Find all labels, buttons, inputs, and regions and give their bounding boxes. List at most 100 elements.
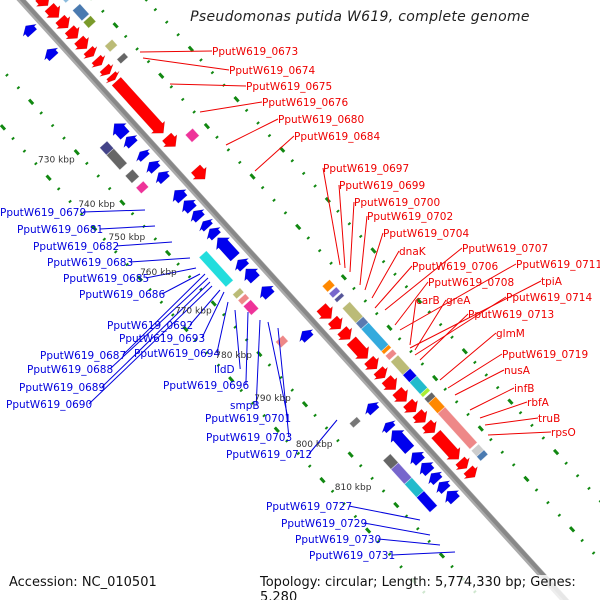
gc-tick	[432, 374, 439, 382]
gc-tick	[376, 539, 380, 544]
gene-label-forward: PputW619_0680	[278, 114, 364, 126]
gene-label-forward: carB	[416, 295, 440, 307]
forward-gene	[381, 374, 398, 390]
gc-tick	[283, 211, 288, 215]
leader-line	[447, 353, 503, 389]
gene-label-reverse: smpB	[230, 400, 260, 412]
forward-gene	[73, 35, 90, 50]
forward-feature	[104, 38, 118, 53]
gc-tick	[591, 551, 596, 555]
gene-label-reverse: lldD	[214, 364, 235, 376]
forward-feature	[437, 406, 478, 450]
reverse-gene	[234, 258, 250, 272]
gc-tick	[216, 363, 221, 368]
reverse-feature	[348, 416, 362, 429]
gc-tick	[484, 373, 489, 377]
gc-tick	[164, 20, 169, 24]
gc-tick	[397, 337, 402, 341]
gc-tick	[34, 161, 38, 166]
gene-label-forward: nusA	[504, 365, 531, 377]
gc-tick	[438, 322, 443, 327]
leader-line	[308, 419, 338, 455]
reverse-gene	[410, 451, 426, 467]
gc-tick	[330, 489, 335, 494]
gc-tick	[144, 0, 149, 2]
reverse-gene	[172, 189, 188, 204]
gene-label-forward: PputW619_0711	[516, 259, 600, 271]
gc-tick	[336, 209, 340, 213]
leader-line	[371, 250, 400, 299]
reverse-gene	[244, 268, 261, 284]
leader-line	[234, 309, 241, 370]
forward-gene	[346, 336, 370, 359]
leader-line	[201, 291, 225, 339]
leader-line	[169, 83, 247, 87]
gc-tick	[347, 222, 352, 226]
reverse-feature	[275, 334, 289, 349]
backbone	[16, 0, 570, 600]
gene-label-reverse: PputW619_0727	[266, 501, 352, 513]
gene-label-reverse: PputW619_0693	[119, 333, 205, 345]
gc-tick	[546, 500, 550, 505]
forward-gene	[463, 465, 478, 480]
forward-gene	[363, 355, 380, 370]
gc-tick	[249, 173, 256, 180]
forward-gene	[83, 45, 98, 59]
gc-tick	[416, 297, 423, 305]
accession-text: Accession: NC_010501	[9, 575, 157, 590]
leader-line	[161, 273, 201, 295]
gc-tick	[518, 411, 523, 415]
leader-line	[377, 538, 441, 546]
gc-tick	[358, 464, 363, 468]
gene-label-reverse: PputW619_0692	[107, 320, 193, 332]
gene-label-forward: greA	[446, 295, 471, 307]
leader-line	[245, 311, 249, 386]
leader-line	[254, 135, 295, 172]
gc-tick	[319, 476, 326, 484]
forward-feature	[380, 344, 392, 355]
forward-gene	[35, 0, 50, 7]
gc-tick	[381, 259, 386, 264]
gc-tick	[511, 463, 516, 467]
gc-tick	[68, 199, 72, 204]
gc-tick	[176, 262, 180, 266]
gc-tick	[461, 348, 468, 355]
leader-line	[216, 301, 229, 354]
gene-label-forward: infB	[514, 383, 534, 395]
gc-tick	[85, 161, 89, 166]
leader-line	[189, 289, 221, 326]
gc-tick	[358, 234, 363, 239]
reverse-gene	[216, 237, 240, 262]
forward-feature	[476, 449, 489, 462]
reverse-gene	[181, 199, 197, 215]
leader-line	[394, 281, 429, 326]
gc-tick	[370, 247, 377, 254]
gc-tick	[233, 325, 237, 329]
gc-tick	[11, 136, 15, 141]
gene-label-forward: PputW619_0702	[367, 211, 453, 223]
gc-tick	[187, 45, 195, 53]
reverse-gene	[199, 218, 214, 232]
leader-line	[409, 280, 542, 349]
gc-tick	[169, 85, 174, 89]
gc-tick	[221, 312, 226, 317]
leader-line	[414, 296, 507, 356]
gc-tick	[272, 198, 276, 202]
gc-tick	[416, 527, 420, 531]
leader-line	[399, 263, 517, 331]
leader-line	[364, 232, 384, 291]
gene-label-forward: rpsO	[551, 427, 576, 439]
reverse-feature	[242, 299, 260, 316]
gc-tick	[523, 475, 530, 483]
gc-tick	[306, 236, 311, 240]
gc-tick	[477, 425, 484, 432]
gc-tick	[534, 488, 539, 492]
gc-tick	[205, 350, 209, 355]
leader-line	[142, 57, 230, 71]
forward-gene	[105, 70, 120, 84]
gc-tick	[27, 98, 35, 106]
gene-label-forward: rbfA	[527, 397, 550, 409]
gene-label-reverse: PputW619_0685	[63, 273, 149, 285]
forward-gene	[373, 365, 388, 380]
gc-tick	[420, 362, 425, 366]
